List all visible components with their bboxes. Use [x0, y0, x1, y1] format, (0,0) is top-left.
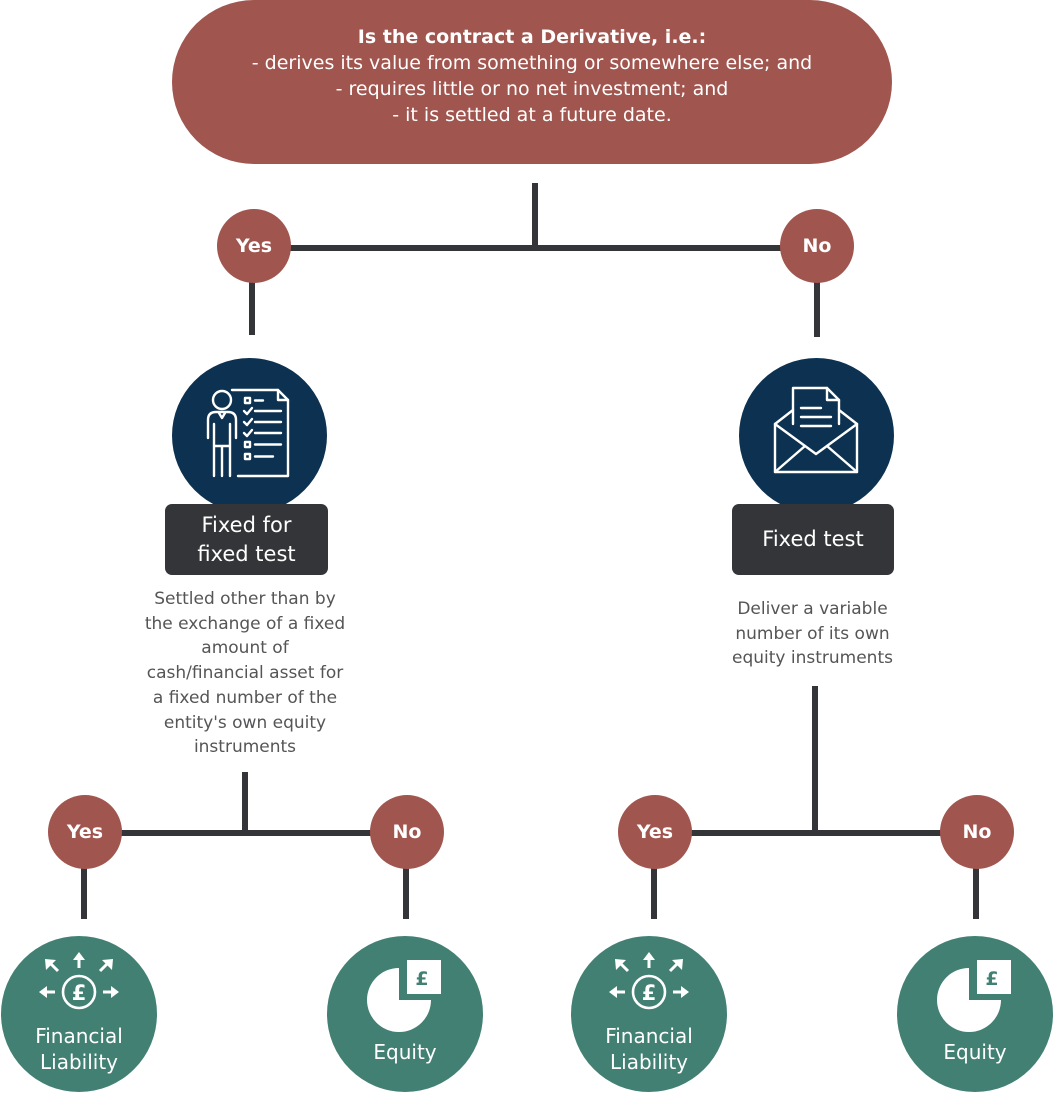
right-no-badge: No — [940, 795, 1014, 869]
pound-arrows-icon: £ — [39, 952, 119, 1010]
desc-line: equity instruments — [732, 648, 893, 669]
fixed-for-fixed-title-line-2: fixed test — [197, 541, 296, 566]
desc-line: cash/financial asset for — [146, 663, 344, 684]
fixed-for-fixed-test-box: Fixed for fixed test — [165, 504, 328, 575]
outcome-label-line: Financial — [605, 1024, 693, 1048]
pie-pound-icon: £ — [367, 960, 441, 1032]
financial-liability-outcome: £ Financial Liability — [1, 936, 157, 1092]
outcome-label-line: Liability — [40, 1050, 118, 1074]
fixed-test-box: Fixed test — [732, 504, 894, 575]
fixed-for-fixed-description: Settled other than by the exchange of a … — [110, 587, 380, 760]
pound-glyph: £ — [415, 968, 428, 990]
envelope-letter-icon — [773, 386, 858, 474]
question-line-1: - derives its value from something or so… — [251, 52, 813, 74]
left-yes-badge: Yes — [48, 795, 122, 869]
desc-line: amount of — [201, 638, 289, 659]
financial-liability-outcome: £ Financial Liability — [571, 936, 727, 1092]
right-no-label: No — [962, 821, 992, 843]
pound-glyph: £ — [985, 968, 998, 990]
desc-line: Settled other than by — [154, 589, 336, 609]
equity-outcome: £ Equity — [327, 936, 483, 1092]
desc-line: a fixed number of the — [152, 687, 338, 708]
desc-line: instruments — [193, 737, 297, 758]
desc-line: the exchange of a fixed — [144, 613, 346, 634]
left-no-label: No — [392, 821, 422, 843]
top-no-label: No — [802, 235, 832, 257]
question-line-3: - it is settled at a future date. — [392, 104, 672, 126]
envelope-letter-icon-circle — [739, 358, 894, 513]
desc-line: entity's own equity — [163, 712, 327, 733]
pound-glyph: £ — [72, 981, 87, 1005]
fixed-for-fixed-title-line-1: Fixed for — [201, 512, 292, 537]
question-heading: Is the contract a Derivative, i.e.: — [357, 26, 707, 48]
left-yes-label: Yes — [66, 821, 104, 843]
outcome-label-line: Equity — [373, 1040, 437, 1064]
fixed-test-title: Fixed test — [762, 527, 864, 551]
top-yes-badge: Yes — [217, 209, 291, 283]
outcome-label-line: Financial — [35, 1024, 123, 1048]
person-checklist-icon-circle — [172, 358, 327, 513]
pound-arrows-icon: £ — [609, 952, 689, 1010]
derivative-question: Is the contract a Derivative, i.e.: - de… — [172, 0, 892, 164]
right-yes-badge: Yes — [618, 795, 692, 869]
equity-outcome: £ Equity — [897, 936, 1053, 1092]
pie-pound-icon: £ — [937, 960, 1011, 1032]
person-checklist-icon — [206, 388, 289, 478]
top-no-badge: No — [780, 209, 854, 283]
left-no-badge: No — [370, 795, 444, 869]
fixed-test-description: Deliver a variable number of its own equ… — [700, 597, 925, 671]
top-yes-label: Yes — [235, 235, 273, 257]
desc-line: Deliver a variable — [737, 599, 888, 619]
question-line-2: - requires little or no net investment; … — [335, 78, 729, 100]
outcome-label-line: Equity — [943, 1040, 1007, 1064]
outcome-label-line: Liability — [610, 1050, 688, 1074]
desc-line: number of its own — [735, 623, 890, 644]
pound-glyph: £ — [642, 981, 657, 1005]
right-yes-label: Yes — [636, 821, 674, 843]
